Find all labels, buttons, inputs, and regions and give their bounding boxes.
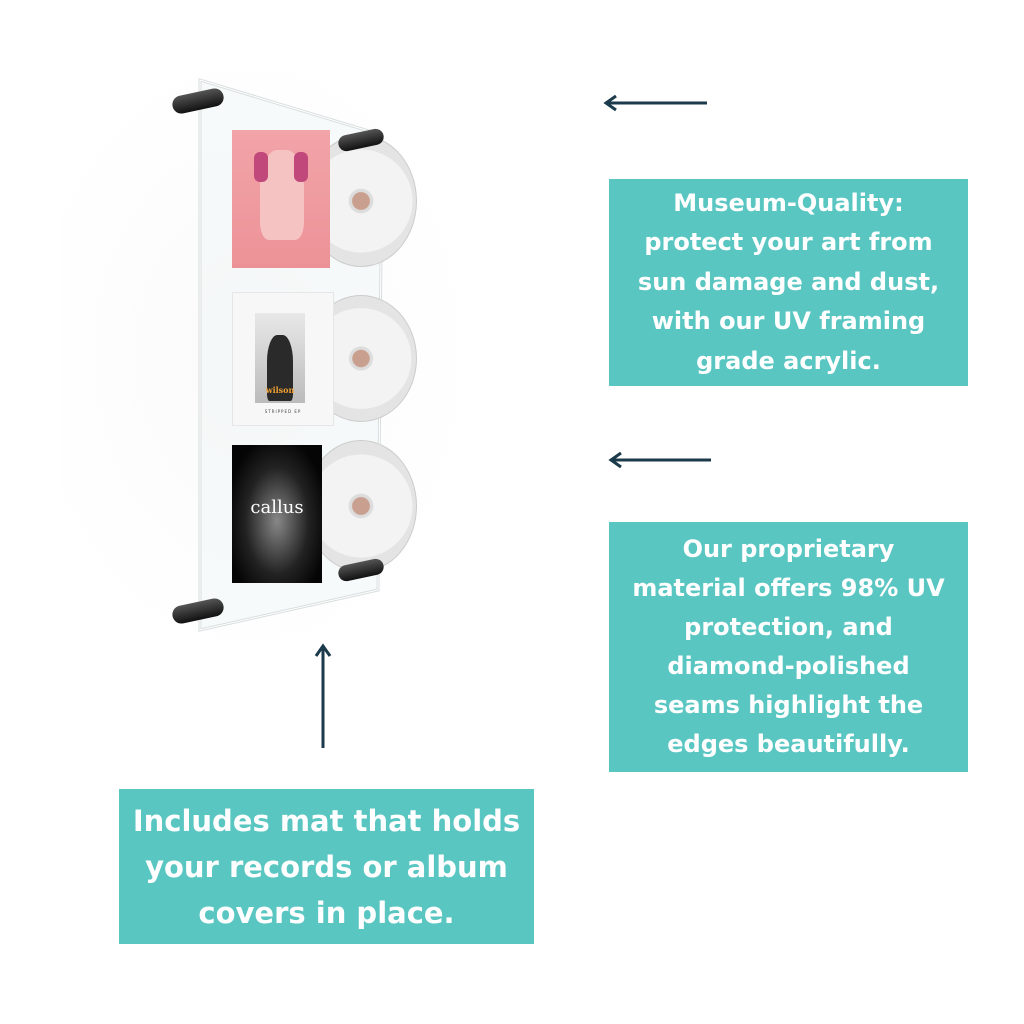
album-cover-wilson: wilson STRIPPED EP: [232, 292, 334, 426]
album-cover-callus: callus: [232, 445, 322, 583]
arrow-up-icon: [314, 643, 332, 748]
callout-mat: Includes mat that holds your records or …: [119, 789, 534, 944]
callout-material: Our proprietary material offers 98% UV p…: [609, 522, 968, 772]
album-subtitle: STRIPPED EP: [264, 409, 302, 414]
album-title: wilson: [265, 385, 295, 395]
arrow-left-icon: [603, 94, 707, 112]
album-title: callus: [250, 497, 304, 518]
callout-text: Includes mat that holds your records or …: [132, 803, 521, 930]
callout-text: Museum-Quality: protect your art from su…: [637, 188, 940, 375]
album-cover-pink: [232, 130, 330, 268]
product-photo: wilson STRIPPED EP callus: [60, 40, 480, 670]
arrow-left-icon: [608, 451, 711, 469]
callout-uv-acrylic: Museum-Quality: protect your art from su…: [609, 179, 968, 386]
callout-text: Our proprietary material offers 98% UV p…: [632, 535, 945, 758]
